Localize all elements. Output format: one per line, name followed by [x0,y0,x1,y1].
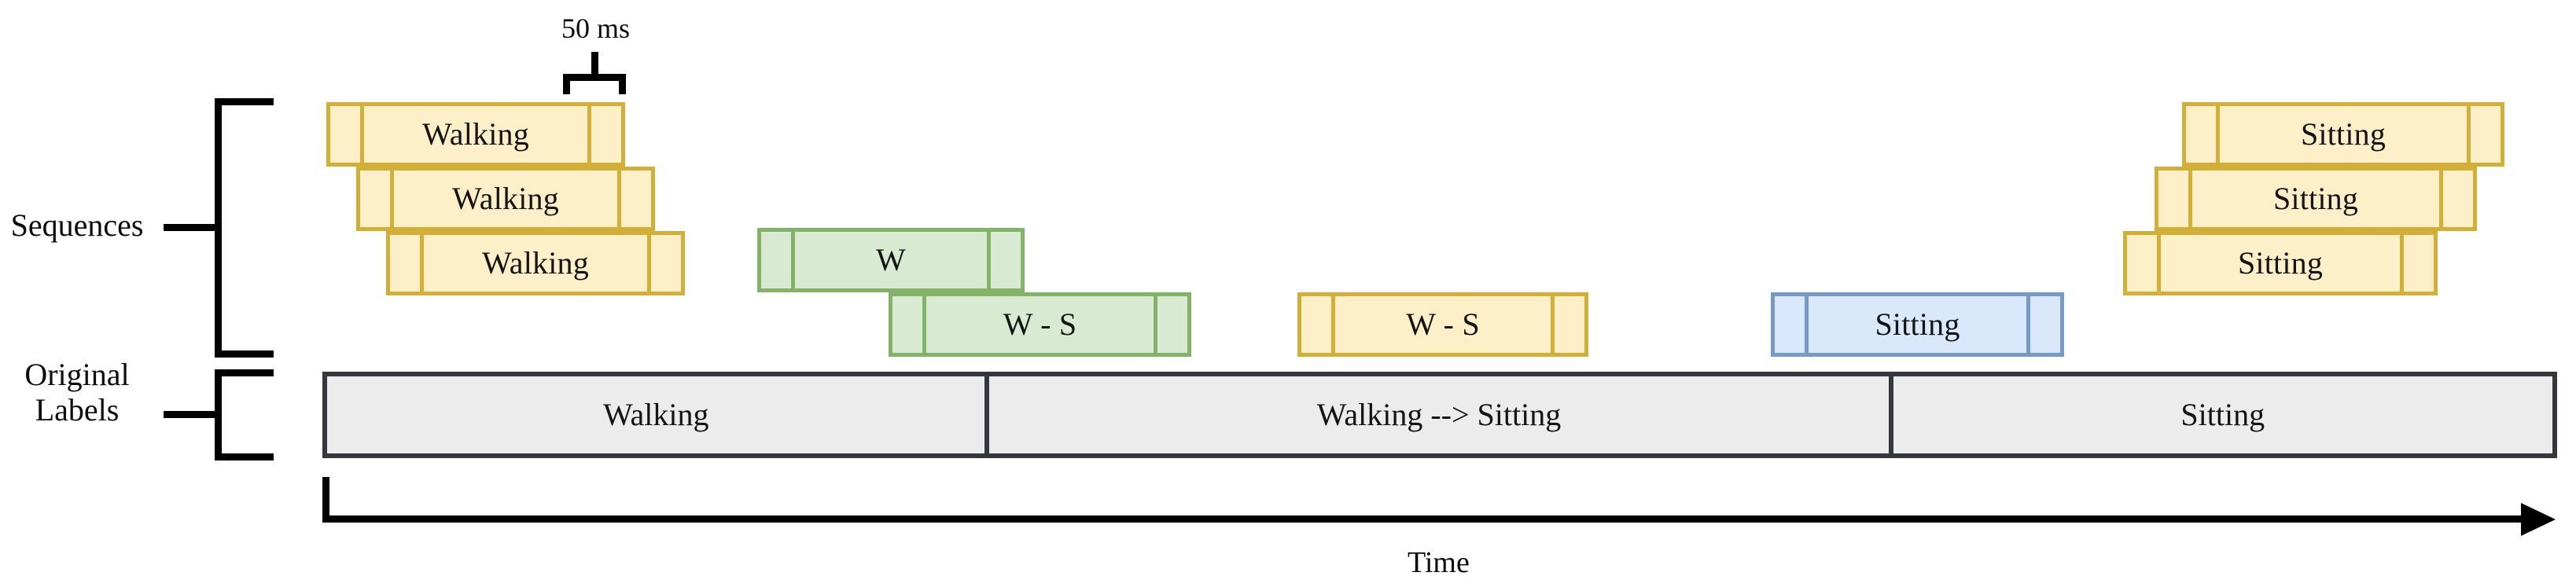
sequence-window-divider-right [2400,235,2404,292]
sequence-box-label: W - S [1003,306,1077,342]
sequence-window-divider-right [647,235,651,292]
original-label-segment: Walking [327,376,990,453]
sequence-window-divider-left [420,235,424,292]
sequence-box-label: Sitting [2237,245,2324,281]
original-label-segment: Walking --> Sitting [989,376,1893,453]
sequence-box: Walking [386,231,685,295]
sequence-window-divider-right [587,106,591,163]
sequence-window-divider-right [2026,296,2030,353]
sequence-box-label: Sitting [2300,116,2386,152]
time-axis-line [322,515,2524,523]
time-axis-arrowhead [2521,503,2556,536]
sequence-window-divider-right [987,232,991,288]
sequence-window-divider-left [1805,296,1809,353]
sequence-box: Sitting [2123,231,2438,295]
sequence-box-label: W - S [1406,306,1480,342]
original-label-segment-text: Walking --> Sitting [1316,397,1562,432]
original-label-segment-text: Walking [602,397,709,432]
sequence-box-label: Sitting [1875,306,1960,342]
original-labels-bracket [164,369,274,460]
bracket-stem [591,52,598,75]
sequence-window-divider-right [617,171,621,227]
sequence-box: W - S [889,292,1191,357]
bracket-arm-bottom [215,350,274,358]
sequence-window-divider-left [2157,235,2161,292]
bracket-arm-top [215,98,274,105]
bracket-bar [563,74,626,81]
bracket-leg-right [619,74,626,94]
sequence-box: Sitting [1771,292,2064,357]
window-size-label: 50 ms [561,13,631,44]
time-axis [322,471,2563,536]
original-label-segment: Sitting [1893,376,2552,453]
time-axis-caption: Time [1408,546,1470,579]
sequence-window-divider-left [791,232,795,288]
bracket-arm-top [215,369,274,376]
sequences-row-label: Sequences [10,207,144,243]
sequence-box: Walking [326,102,625,167]
sequences-bracket [164,98,274,358]
sequence-window-divider-right [2467,106,2471,163]
sequence-box: Walking [356,167,655,231]
sequence-window-divider-left [922,296,926,353]
bracket-arm-bottom [215,453,274,460]
sequence-window-divider-right [1154,296,1157,353]
sequence-window-divider-left [2188,171,2192,227]
original-labels-bar: Walking Walking --> Sitting Sitting [322,372,2557,458]
sequence-box: W [757,228,1025,292]
bracket-stem [164,411,219,418]
sequence-window-divider-left [360,106,364,163]
window-size-bracket [563,52,626,96]
sequence-window-divider-right [2439,171,2443,227]
bracket-leg-left [563,74,570,94]
sequence-box-label: Sitting [2272,181,2359,216]
sequence-box-label: Walking [422,116,529,152]
bracket-stem [164,224,219,231]
sequence-box-label: W [876,242,906,277]
sequence-window-divider-left [1331,296,1335,353]
sequence-box-label: Walking [482,245,589,281]
original-label-segment-text: Sitting [2180,397,2265,432]
time-axis-origin-tick [322,477,329,520]
sequence-box: Sitting [2155,167,2477,231]
sequence-window-divider-right [1551,296,1555,353]
sequence-box: W - S [1297,292,1588,357]
sequence-window-divider-left [390,171,394,227]
sequence-window-divider-left [2216,106,2220,163]
sequence-box: Sitting [2182,102,2504,167]
original-labels-row-label: Original Labels [24,357,130,427]
sequence-box-label: Walking [452,181,559,216]
